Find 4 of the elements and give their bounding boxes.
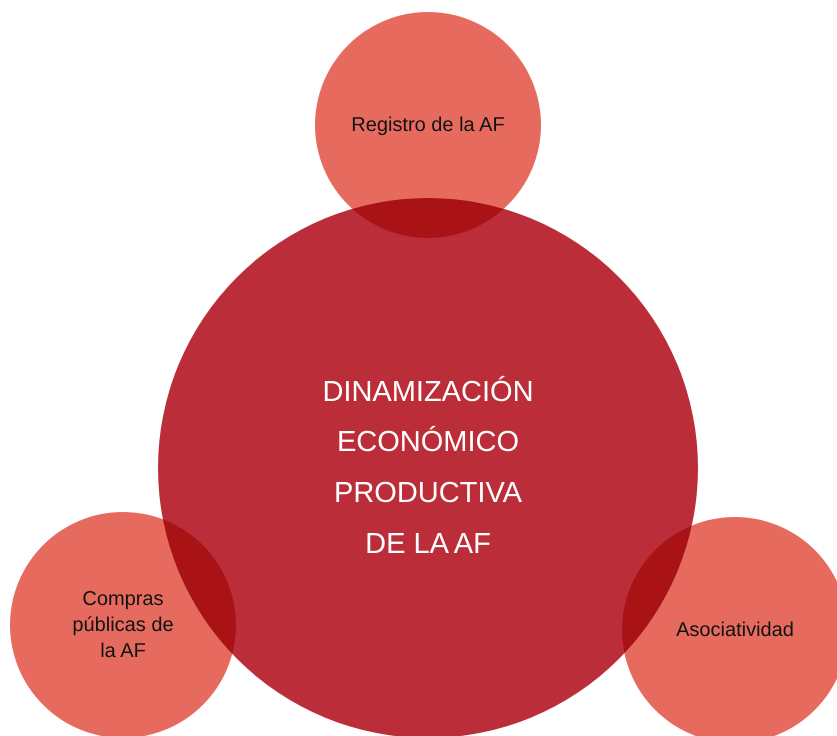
node-label: DINAMIZACIÓN ECONÓMICO PRODUCTIVA DE LA AF [321, 374, 535, 562]
node-label: Registro de la AF [350, 113, 506, 138]
node-label: Asociatividad [675, 618, 795, 643]
node-label: Compras públicas de la AF [71, 587, 175, 664]
